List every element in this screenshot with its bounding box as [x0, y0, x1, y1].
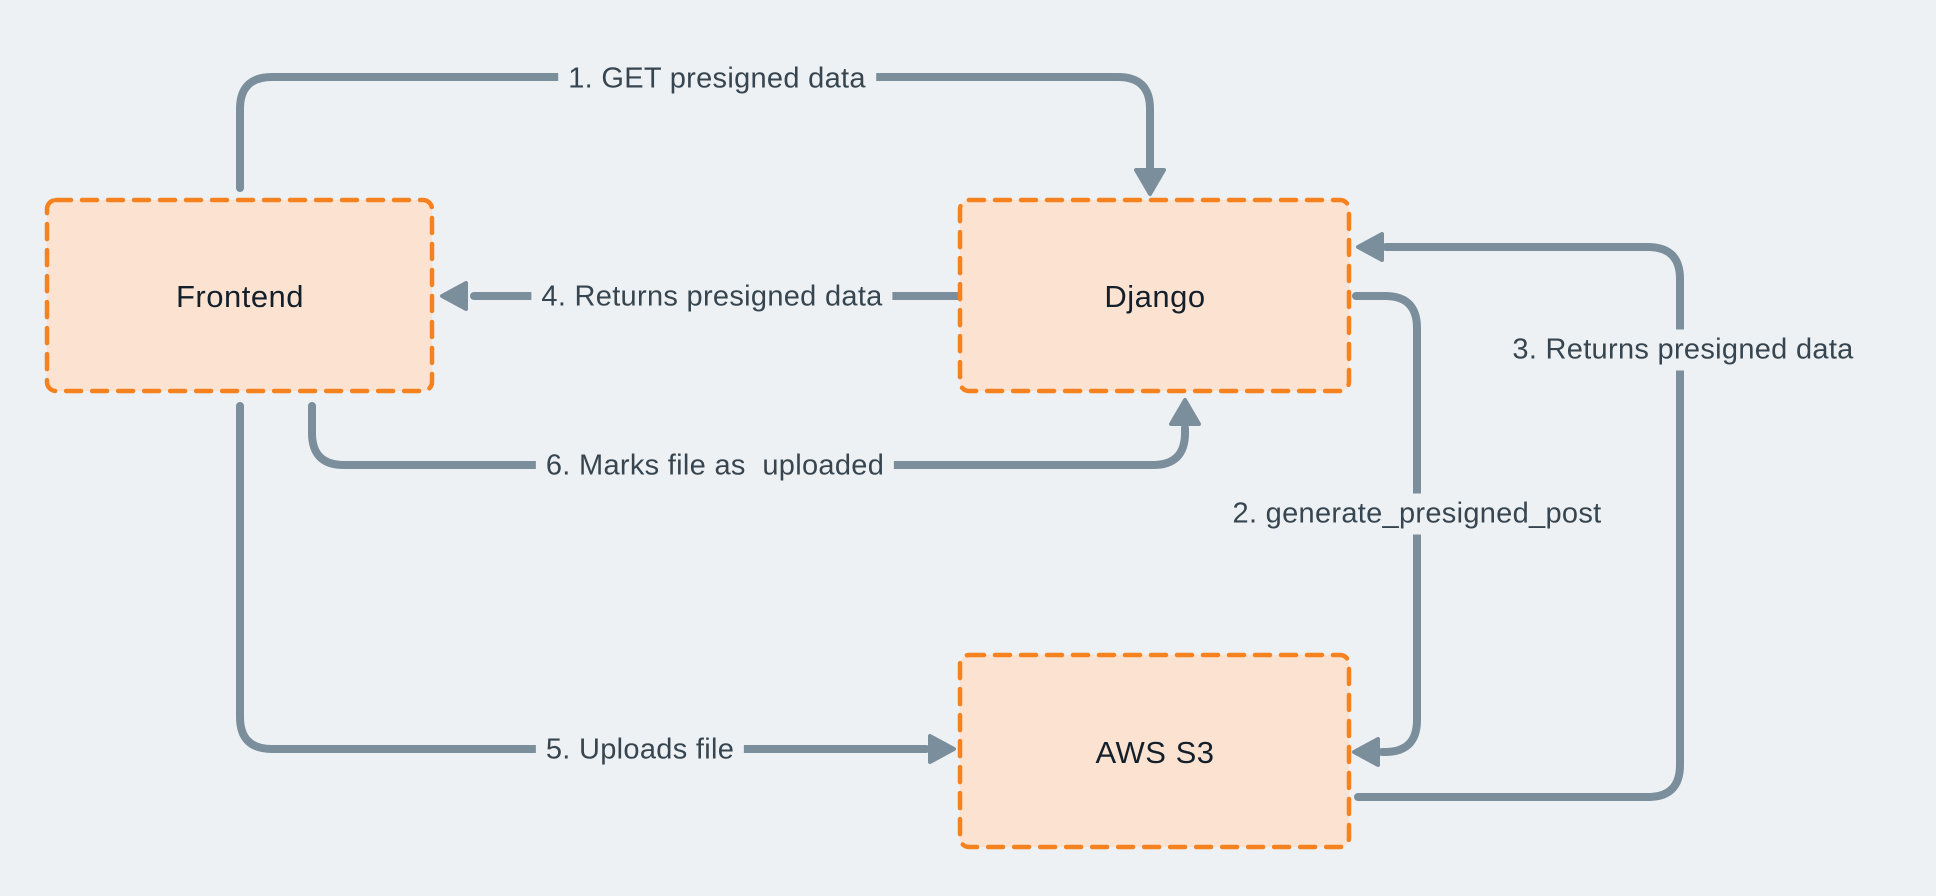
arrowhead-down-into-django-top: [1134, 168, 1166, 196]
django-box: [957, 197, 1352, 394]
arrowhead-left-into-frontend-right: [440, 281, 468, 311]
arrowhead-right-into-awss3-left: [928, 734, 956, 764]
edge-label-generate-presigned-post: 2. generate_presigned_post: [1222, 493, 1612, 535]
aws-s3-box: [957, 652, 1352, 850]
arrow-heads: [440, 168, 1384, 767]
edge-label-returns-presigned-data-django: 4. Returns presigned data: [531, 276, 893, 318]
arrowhead-left-into-awss3-right: [1352, 737, 1380, 767]
arrowhead-up-into-django-bottom: [1169, 398, 1201, 426]
arrow-uploads-file: [236, 402, 930, 753]
django-node-label: Django: [1104, 279, 1206, 314]
node-boxes: [44, 197, 1352, 850]
frontend-node-label: Frontend: [175, 279, 305, 314]
frontend-box: [44, 197, 435, 394]
edge-label-marks-file-uploaded: 6. Marks file as uploaded: [535, 445, 895, 487]
aws-s3-node-label: AWS S3: [1095, 735, 1215, 770]
edge-label-returns-presigned-data-s3: 3. Returns presigned data: [1502, 329, 1864, 371]
edge-label-get-presigned-data: 1. GET presigned data: [558, 58, 876, 100]
arrow-returns-presigned-data-to-django: [1354, 243, 1684, 801]
arrowhead-left-into-django-right: [1356, 232, 1384, 262]
edge-label-uploads-file: 5. Uploads file: [535, 729, 745, 771]
